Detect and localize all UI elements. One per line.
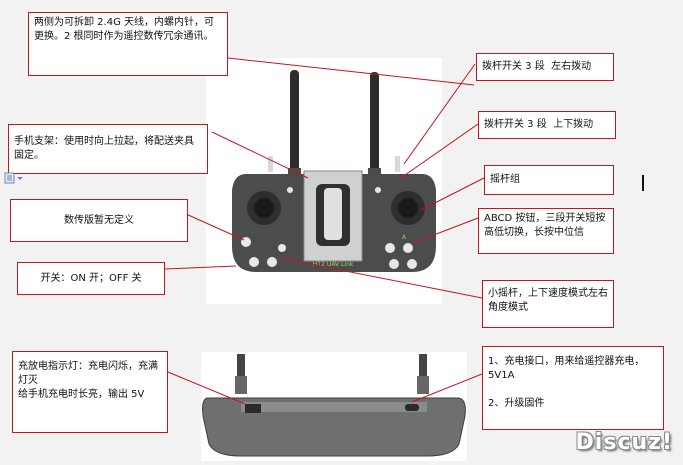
callout-abcd-buttons: ABCD 按钮，三段开关短按高低切换，长按中位信 — [478, 208, 614, 254]
callout-datalink-board: 数传版暂无定义 — [10, 199, 188, 242]
button-a-label: A — [402, 234, 407, 241]
mini-joystick — [278, 244, 286, 252]
left-button-lower — [249, 257, 259, 267]
button-c — [389, 259, 399, 269]
callout-toggle-lr: 拨杆开关 3 段 左右拨动 — [476, 53, 614, 81]
charge-indicator — [245, 404, 261, 413]
brand-label: H12 UAV Link — [313, 261, 354, 268]
callout-phone-holder: 手机支架：使用时向上拉起，将配送夹具固定。 — [8, 124, 208, 174]
right-toggle-stem — [395, 156, 400, 172]
button-b — [403, 243, 413, 253]
right-indicator — [375, 187, 381, 193]
charge-port — [405, 404, 419, 411]
callout-toggle-ud: 拨杆开关 3 段 上下拨动 — [478, 111, 616, 139]
button-a — [385, 243, 395, 253]
left-joystick — [254, 198, 274, 218]
left-antenna — [290, 70, 299, 176]
watermark: Discuz! — [575, 430, 673, 455]
callout-antenna: 两侧为可拆卸 2.4G 天线，内螺内针，可更换。2 根同时作为遥控数传冗余通讯。 — [28, 12, 228, 76]
power-switch-button — [267, 257, 277, 267]
left-button-upper — [241, 237, 251, 247]
left-toggle-stem — [268, 156, 273, 172]
controller-front-illustration: H12 UAV Link A — [232, 70, 436, 272]
right-antenna — [370, 72, 379, 176]
button-d — [407, 259, 417, 269]
callout-mini-joystick: 小摇杆，上下速度模式左右角度模式 — [482, 280, 614, 328]
controller-bottom-photo — [201, 352, 467, 461]
callout-power-switch: 开关：ON 开；OFF 关 — [17, 262, 165, 295]
text-cursor — [642, 175, 644, 191]
controller-bottom-body — [202, 397, 466, 457]
callout-charge-indicator: 充放电指示灯：充电闪烁，充满灯灭 给手机充电时长亮，输出 5V — [12, 351, 168, 433]
controller-bottom-illustration — [202, 354, 466, 457]
callout-charge-port: 1、充电接口，用来给遥控器充电，5V1A 2、升级固件 — [482, 346, 664, 430]
chevron-down-icon — [17, 177, 23, 180]
controller-front-photo: H12 UAV Link A — [206, 58, 442, 304]
left-indicator — [287, 187, 293, 193]
document-icon[interactable] — [4, 172, 26, 184]
right-joystick — [398, 198, 418, 218]
callout-joystick-group: 摇杆组 — [484, 165, 614, 195]
